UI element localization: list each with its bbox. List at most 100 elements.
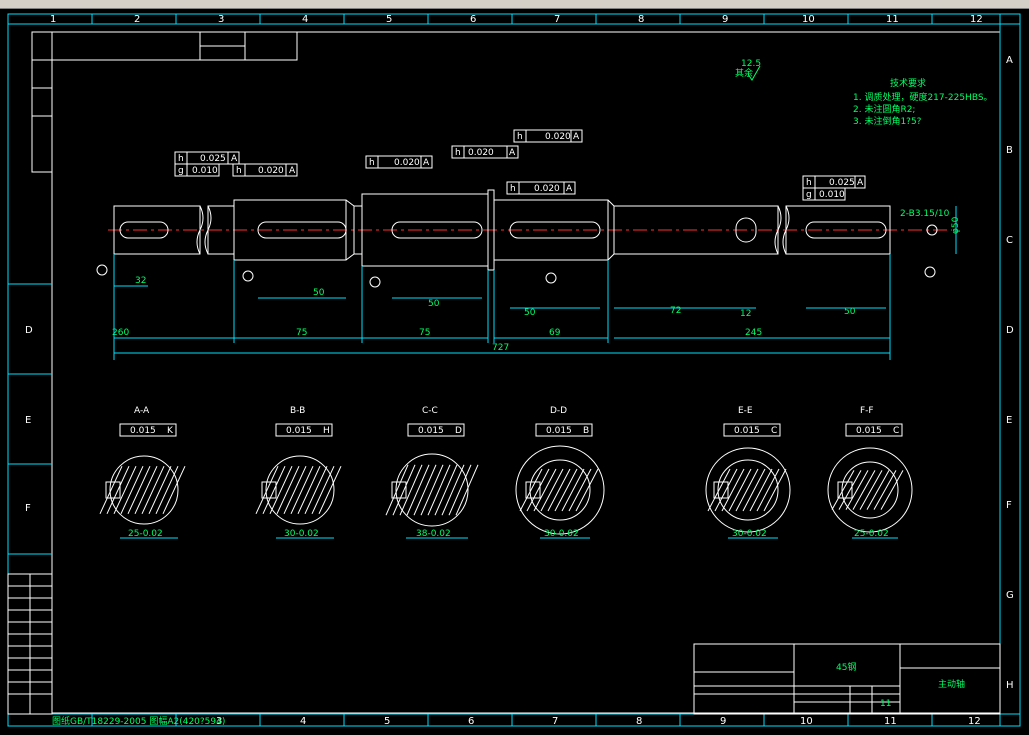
dim-75-a: 75 [296,328,307,338]
bottom-col-label: 7 [552,716,558,727]
keyway-4 [509,221,601,239]
section-tolerance-datum: C [771,426,777,436]
row-label-left: F [25,503,31,514]
hatch-line [262,465,286,515]
section-outer-circle [827,447,913,533]
dim-727: 727 [492,343,509,353]
top-left-annotation-boxes [31,31,298,173]
section-outer-circle [515,445,605,535]
dim-69: 69 [549,328,561,338]
hatch-line [831,470,855,510]
bottom-col-label: 4 [300,716,306,727]
keyway-2 [257,221,347,239]
standard-note: 图纸GB/T18229-2005 图幅A2(420?594) [52,715,225,727]
hatch-line [873,470,897,510]
section-keyway [105,481,121,499]
section-tolerance-datum: H [323,426,330,436]
tol-datum: A [573,132,580,142]
technical-requirements: 技术要求 1. 调质处理，硬度217-225HBS。 2. 未注圆角R2; 3.… [735,59,993,127]
hatch-line [749,468,773,512]
tol-datum: A [289,166,296,176]
section-tolerance-datum: D [455,426,462,436]
hatch-line [297,465,321,515]
document-tab-3[interactable] [510,0,646,7]
window-tab-strip [0,0,1029,9]
document-tab-1[interactable] [190,0,346,7]
section-label: A-A [134,406,150,416]
section-tolerance-frame [119,423,177,437]
section-keyway [391,481,407,499]
tol-datum: A [857,178,864,188]
hatch-line [526,468,550,512]
chamfer-note: 2-B3.15/10 [900,209,950,219]
hatch-line [561,468,585,512]
section-circle [529,459,591,521]
hatch-line [276,465,300,515]
hatch-line [99,465,123,515]
section-tolerance-datum: B [583,426,589,436]
bottom-col-label: 8 [636,716,642,727]
document-tab-5[interactable] [765,0,1029,7]
bottom-col-label: 10 [800,716,813,727]
row-label: H [1006,680,1014,691]
roughness-label: 其余 [735,67,753,79]
bottom-col-label: 11 [884,716,897,727]
section-tolerance-value: 0.015 [856,426,882,436]
shaft-segment-4 [493,199,609,261]
title-block: 45钢 主动轴 11 [693,643,1001,715]
tol-symbol: h [178,154,184,164]
col-label: 12 [970,14,983,25]
cad-drawing-canvas[interactable]: 1 2 3 4 5 6 7 8 9 10 11 12 3 4 5 6 7 8 9… [0,8,1029,735]
hatch-line [540,468,564,512]
hatch-line [880,470,904,510]
document-tab-2[interactable] [345,0,511,7]
section-tolerance-value: 0.015 [286,426,312,436]
section-outer-circle [705,447,791,533]
row-label-left: D [25,325,33,336]
break-line-1 [196,205,204,255]
section-label: E-E [738,406,753,416]
document-tab-4[interactable] [645,0,766,7]
left-info-strip [7,573,53,715]
toolbar-tab[interactable] [0,0,191,7]
hatch-line [148,465,172,515]
row-label-left: E [25,415,31,426]
hatch-line [533,468,557,512]
tol-datum: A [423,158,430,168]
notes-line-1: 1. 调质处理，硬度217-225HBS。 [853,91,993,103]
hatch-line [763,468,787,512]
dim-245: 245 [745,328,762,338]
section-dim-text: 25-0.02 [128,529,163,539]
tol-value: 0.020 [534,184,560,194]
section-tolerance-value: 0.015 [734,426,760,436]
section-dim-text: 30-0.02 [544,529,579,539]
hatch-line [141,465,165,515]
tol-symbol: g [178,166,184,176]
hatch-line [568,468,592,512]
hatch-line [575,468,599,512]
tol-value: 0.010 [819,190,845,200]
hatch-line [866,470,890,510]
hatch-line [134,465,158,515]
tol-symbol: h [510,184,516,194]
dim-12: 12 [740,309,751,319]
col-label: 10 [802,14,815,25]
col-label: 1 [50,14,56,25]
material-label: 45钢 [836,661,856,673]
hatch-line [413,464,437,516]
hatch-line [519,468,543,512]
row-label: B [1006,145,1013,156]
section-tolerance-datum: K [167,426,174,436]
keyway-6 [805,221,887,239]
row-label: D [1006,325,1014,336]
hatch-line [283,465,307,515]
hatch-line [721,468,745,512]
keyway-1 [119,221,169,239]
column-ticks [91,14,933,726]
hatch-line [106,465,130,515]
bottom-col-label: 6 [468,716,474,727]
section-dim-text: 30-0.02 [284,529,319,539]
col-label: 4 [302,14,308,25]
